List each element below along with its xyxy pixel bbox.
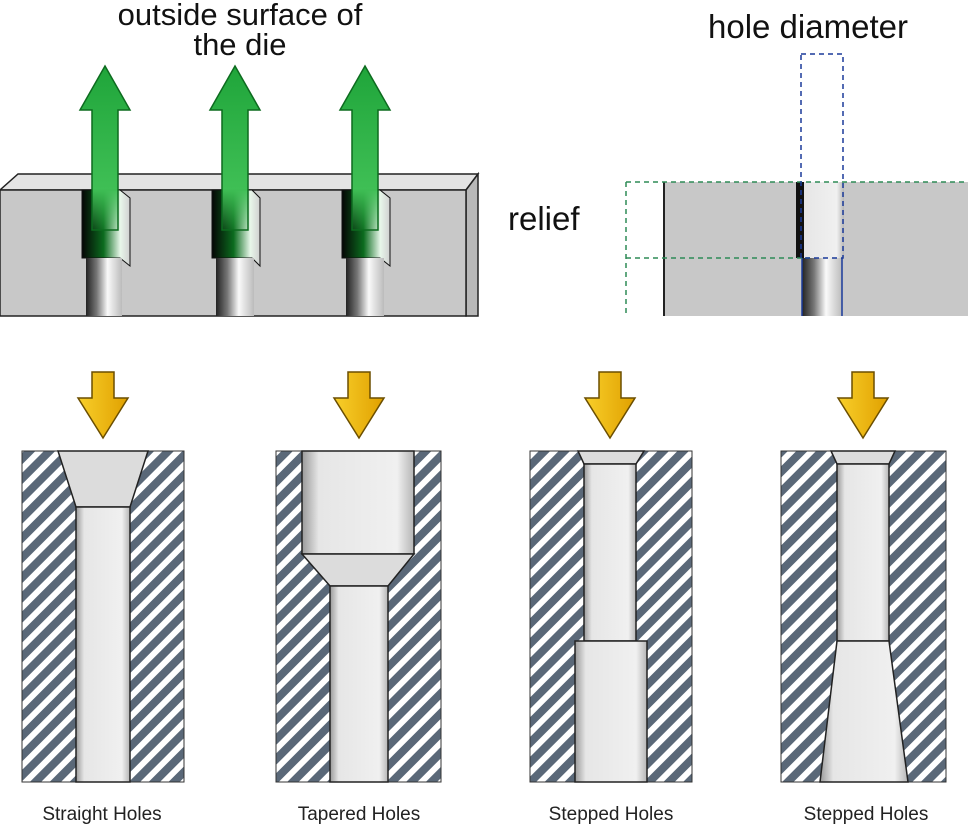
caption-tapered-holes: Tapered Holes <box>297 804 421 825</box>
yellow-arrow-4 <box>836 371 890 440</box>
cross-section-stepped-1 <box>529 450 693 783</box>
yellow-arrow-1 <box>76 371 130 440</box>
caption-straight-holes: Straight Holes <box>42 804 162 825</box>
hole-diameter-label: hole diameter <box>708 8 908 45</box>
relief-detail <box>625 53 968 316</box>
outside-surface-label: outside surface of the die <box>117 0 363 62</box>
cross-section-tapered <box>275 450 442 783</box>
green-arrow-2 <box>208 64 262 231</box>
caption-stepped-holes-1: Stepped Holes <box>548 804 674 825</box>
yellow-arrow-2 <box>332 371 386 440</box>
cross-section-straight <box>21 450 185 783</box>
caption-stepped-holes-2: Stepped Holes <box>803 804 929 825</box>
green-arrow-1 <box>78 64 132 231</box>
relief-label: relief <box>508 200 580 237</box>
cross-section-stepped-2 <box>780 450 947 783</box>
relief-dashed-outline <box>625 181 968 316</box>
green-arrow-3 <box>338 64 392 231</box>
hole-diameter-dashed-box <box>800 53 844 259</box>
yellow-arrow-3 <box>583 371 637 440</box>
